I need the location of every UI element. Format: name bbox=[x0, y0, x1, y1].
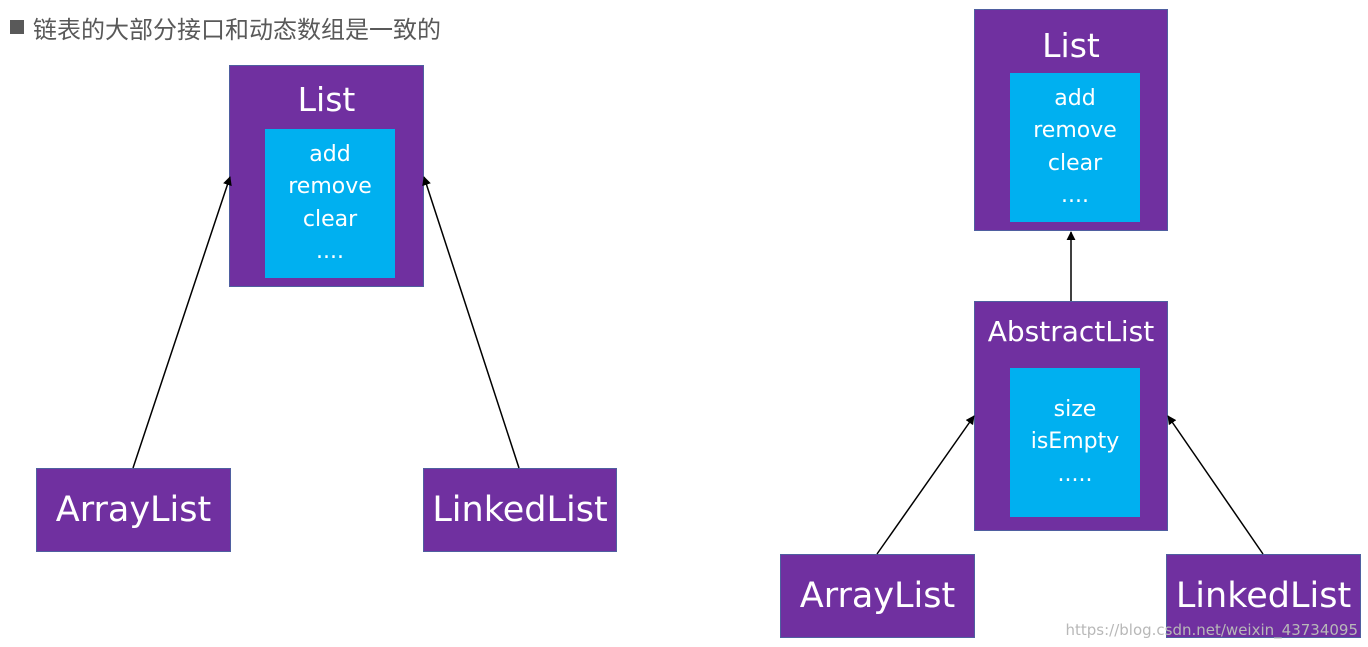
method-ellipsis: ..... bbox=[1057, 461, 1093, 487]
abstractlist-title: AbstractList bbox=[987, 315, 1155, 348]
method-clear: clear bbox=[1047, 150, 1103, 176]
left-linkedlist-label: LinkedList bbox=[432, 490, 608, 530]
right-list-title: List bbox=[1042, 26, 1100, 65]
method-ellipsis: .... bbox=[1061, 183, 1089, 208]
method-remove: remove bbox=[1033, 118, 1117, 143]
right-list-node: List add remove clear .... bbox=[974, 9, 1168, 231]
method-clear: clear bbox=[302, 206, 358, 232]
left-list-title: List bbox=[297, 80, 356, 119]
left-linkedlist-node: LinkedList bbox=[423, 468, 617, 552]
right-list-methods-box: add remove clear .... bbox=[1010, 73, 1140, 222]
method-add: add bbox=[1054, 85, 1096, 111]
arrow-left-linkedlist-to-list bbox=[422, 176, 520, 469]
left-list-node: List add remove clear .... bbox=[229, 65, 424, 287]
square-bullet-icon bbox=[10, 20, 24, 34]
method-ellipsis: .... bbox=[316, 239, 344, 264]
left-arraylist-label: ArrayList bbox=[55, 490, 212, 530]
right-arraylist-label: ArrayList bbox=[799, 576, 956, 616]
right-arraylist-node: ArrayList bbox=[780, 554, 975, 638]
abstractlist-node: AbstractList size isEmpty ..... bbox=[974, 301, 1168, 531]
arrow-right-linkedlist-to-abstractlist bbox=[1167, 415, 1264, 555]
watermark: https://blog.csdn.net/weixin_43734095 bbox=[1065, 621, 1358, 639]
arrow-right-arraylist-to-abstractlist bbox=[876, 415, 975, 555]
abstractlist-methods-box: size isEmpty ..... bbox=[1010, 368, 1140, 517]
method-isempty: isEmpty bbox=[1030, 429, 1120, 455]
left-list-methods-box: add remove clear .... bbox=[265, 129, 395, 278]
method-add: add bbox=[309, 141, 351, 167]
heading-text: 链表的大部分接口和动态数组是一致的 bbox=[33, 15, 441, 44]
right-linkedlist-label: LinkedList bbox=[1175, 576, 1352, 616]
arrow-left-arraylist-to-list bbox=[132, 176, 232, 469]
left-arraylist-node: ArrayList bbox=[36, 468, 231, 552]
heading: 链表的大部分接口和动态数组是一致的 bbox=[10, 11, 441, 44]
method-remove: remove bbox=[288, 174, 372, 199]
right-linkedlist-node: LinkedList bbox=[1166, 554, 1361, 638]
method-size: size bbox=[1053, 396, 1097, 422]
